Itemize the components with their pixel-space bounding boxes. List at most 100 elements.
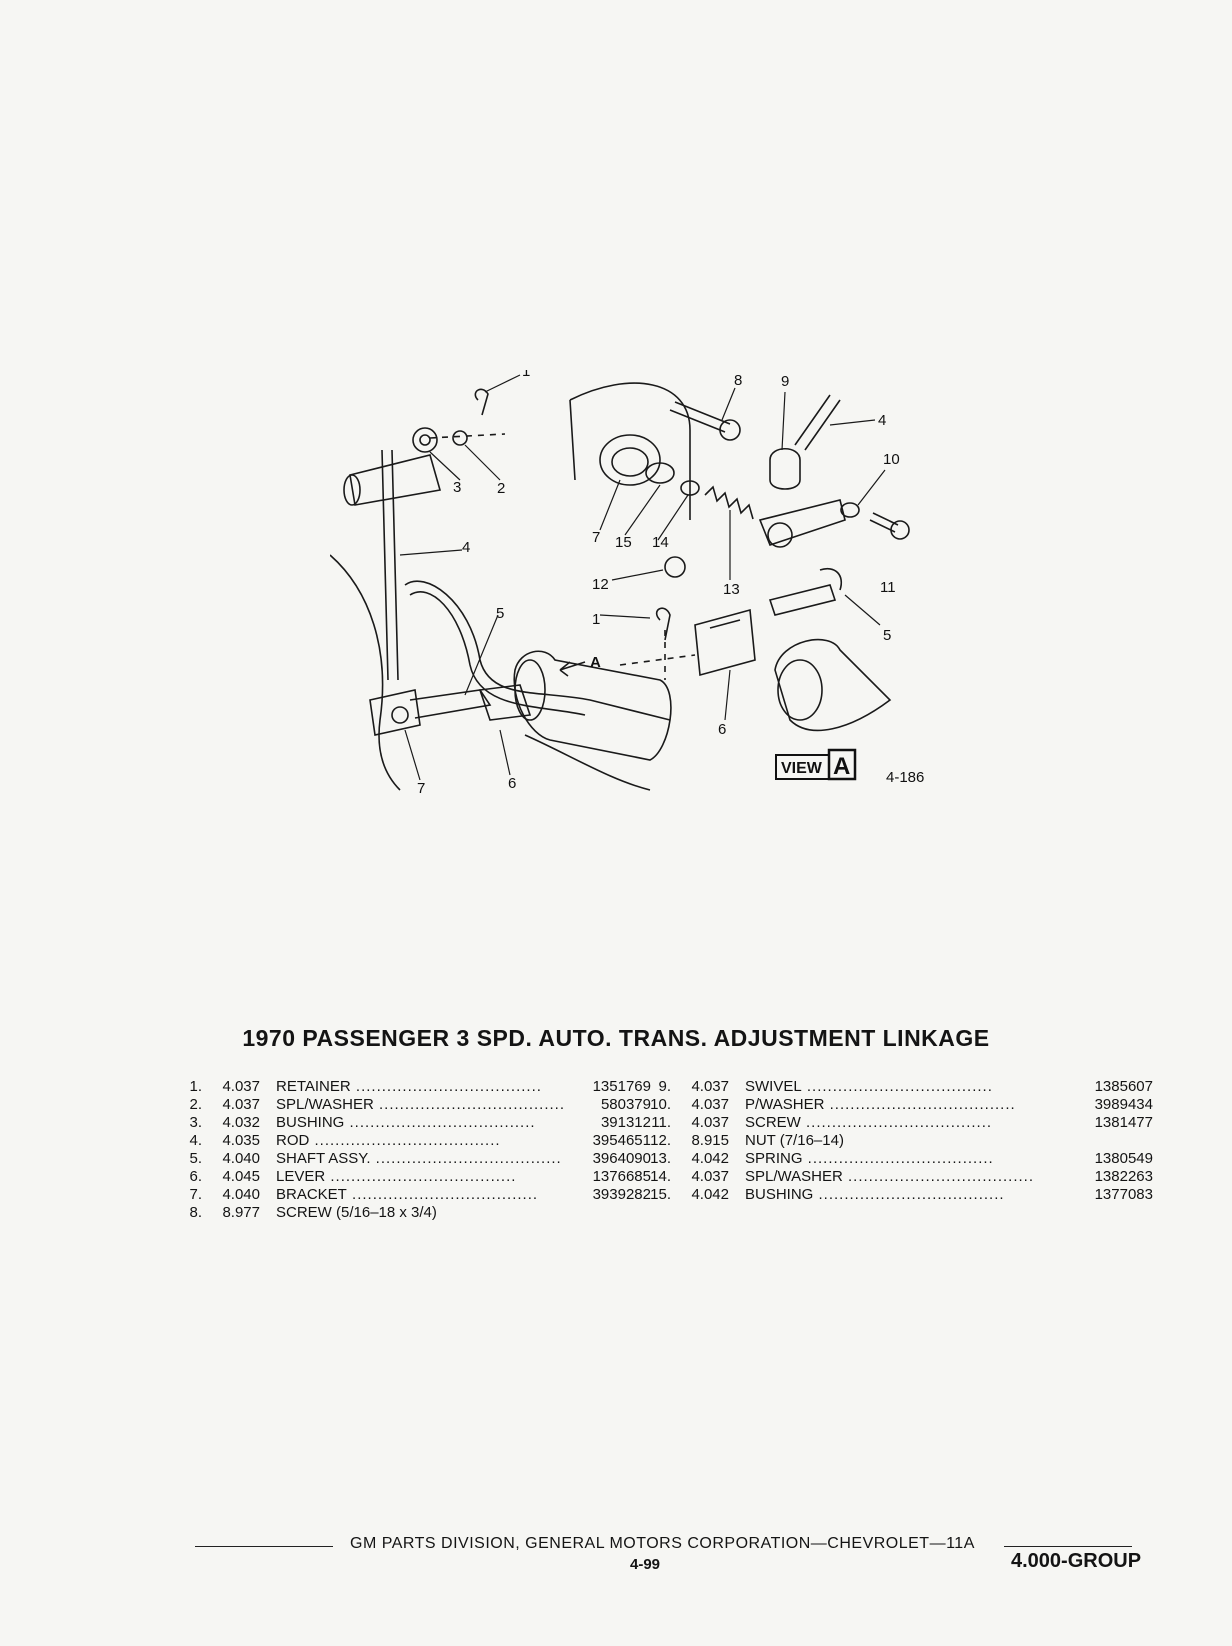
shaft-5-elbow	[819, 568, 842, 591]
parts-list-left: 1. 4.037 RETAINER ......................…	[181, 1078, 651, 1222]
table-row: 13. 4.042 SPRING .......................…	[650, 1150, 1153, 1168]
item-number: 8.	[189, 1204, 202, 1221]
column-end	[343, 474, 361, 506]
firewall-outline	[330, 554, 401, 791]
engine-housing	[569, 382, 691, 520]
group-label: 4.000-GROUP	[1011, 1550, 1142, 1572]
part-number: 1381477	[1094, 1114, 1153, 1131]
description: RETAINER ...............................…	[276, 1078, 542, 1095]
table-row: 14. 4.037 SPL/WASHER ...................…	[650, 1168, 1153, 1186]
shaft-5-right-end	[767, 522, 793, 548]
transmission-right-end	[777, 659, 823, 721]
part-number: 580379	[600, 1096, 651, 1113]
item-number: 14.	[650, 1168, 671, 1185]
part-number	[581, 1204, 651, 1222]
washer-2-left	[452, 430, 468, 446]
description: SWIVEL .................................…	[745, 1078, 993, 1095]
callout-8: 8	[734, 372, 742, 389]
callout-14: 14	[652, 534, 669, 551]
item-number: 10.	[650, 1096, 671, 1113]
callout-1-mid: 1	[592, 611, 600, 628]
part-number: 3964090	[592, 1150, 651, 1167]
callout-4-right: 4	[878, 412, 886, 429]
table-row: 15. 4.042 BUSHING ......................…	[650, 1186, 1153, 1204]
callout-6-left: 6	[508, 775, 516, 792]
callout-13: 13	[723, 581, 740, 598]
description: SPL/WASHER .............................…	[745, 1168, 1035, 1185]
shaft-5-right	[758, 499, 846, 546]
table-row: 2. 4.037 SPL/WASHER ....................…	[181, 1096, 651, 1114]
group-number: 4.037	[691, 1096, 729, 1113]
transmission-right	[774, 638, 892, 732]
shaft-5-left	[409, 689, 492, 719]
item-number: 15.	[650, 1186, 671, 1203]
bushing-7-right-inner	[611, 447, 649, 477]
group-number: 8.977	[222, 1204, 260, 1221]
view-label-text: VIEW	[781, 760, 823, 777]
view-a-label: VIEW A	[775, 748, 857, 781]
table-row: 1. 4.037 RETAINER ......................…	[181, 1078, 651, 1096]
column-tube	[349, 454, 442, 506]
group-number: 4.042	[691, 1150, 729, 1167]
callout-7-right: 7	[592, 529, 600, 546]
description: SCREW ..................................…	[745, 1114, 993, 1131]
group-number: 4.042	[691, 1186, 729, 1203]
description: BUSHING ................................…	[745, 1186, 1005, 1203]
nut-12	[664, 556, 686, 578]
group-number: 4.037	[691, 1078, 729, 1095]
bushing-7-right	[599, 434, 661, 486]
screw-8-head	[719, 419, 741, 441]
table-row: 9. 4.037 SWIVEL ........................…	[650, 1078, 1153, 1096]
group-number: 8.915	[691, 1132, 729, 1149]
item-number: 6.	[189, 1168, 202, 1185]
part-number: 1351769	[592, 1078, 651, 1095]
bushing-3-left	[412, 427, 438, 453]
linkage-exploded-diagram: 1 2 3 4 5 6 7 8 9 4 10 7 15 14 11 12 13 …	[330, 370, 924, 797]
footer-rule-right	[1004, 1546, 1132, 1547]
table-row: 12. 8.915 NUT (7/16–14)	[650, 1132, 1153, 1150]
part-number: 3939282	[592, 1186, 651, 1203]
table-row: 8. 8.977 SCREW (5/16–18 x 3/4)	[181, 1204, 651, 1222]
group-number: 4.037	[691, 1114, 729, 1131]
table-row: 10. 4.037 P/WASHER .....................…	[650, 1096, 1153, 1114]
bracket-bolt	[391, 706, 409, 724]
callout-2: 2	[497, 480, 505, 497]
rod-4-right	[794, 394, 841, 451]
screw-11-head	[890, 520, 910, 540]
group-number: 4.037	[222, 1096, 260, 1113]
callout-9: 9	[781, 373, 789, 390]
item-number: 12.	[650, 1132, 671, 1149]
table-row: 7. 4.040 BRACKET .......................…	[181, 1186, 651, 1204]
part-number: 1376685	[592, 1168, 651, 1185]
table-row: 4. 4.035 ROD ...........................…	[181, 1132, 651, 1150]
group-number: 4.032	[222, 1114, 260, 1131]
spring-13	[704, 485, 754, 520]
footer-rule-left	[195, 1546, 333, 1547]
item-number: 9.	[658, 1078, 671, 1095]
description: SPL/WASHER .............................…	[276, 1096, 566, 1113]
callout-1-top: 1	[522, 370, 530, 380]
transmission-boot	[513, 650, 672, 761]
callout-5-right: 5	[883, 627, 891, 644]
floor-line	[524, 734, 651, 791]
description: NUT (7/16–14)	[745, 1132, 844, 1149]
view-letter: A	[833, 753, 850, 780]
item-number: 2.	[189, 1096, 202, 1113]
description: SHAFT ASSY. ............................…	[276, 1150, 562, 1167]
retainer-1-top	[474, 388, 489, 416]
part-number: 3989434	[1094, 1096, 1153, 1113]
group-number: 4.037	[222, 1078, 260, 1095]
part-number: 1382263	[1094, 1168, 1153, 1185]
item-number: 3.	[189, 1114, 202, 1131]
callout-5-left: 5	[496, 605, 504, 622]
description: BRACKET ................................…	[276, 1186, 539, 1203]
part-number: 1380549	[1094, 1150, 1153, 1167]
view-arrow-label: A	[590, 654, 601, 671]
group-number: 4.040	[222, 1150, 260, 1167]
parts-list-right: 9. 4.037 SWIVEL ........................…	[650, 1078, 1153, 1204]
washer-14	[680, 480, 700, 496]
item-number: 13.	[650, 1150, 671, 1167]
description: SPRING .................................…	[745, 1150, 994, 1167]
figure-number: 4-186	[886, 769, 924, 786]
table-row: 3. 4.032 BUSHING .......................…	[181, 1114, 651, 1132]
